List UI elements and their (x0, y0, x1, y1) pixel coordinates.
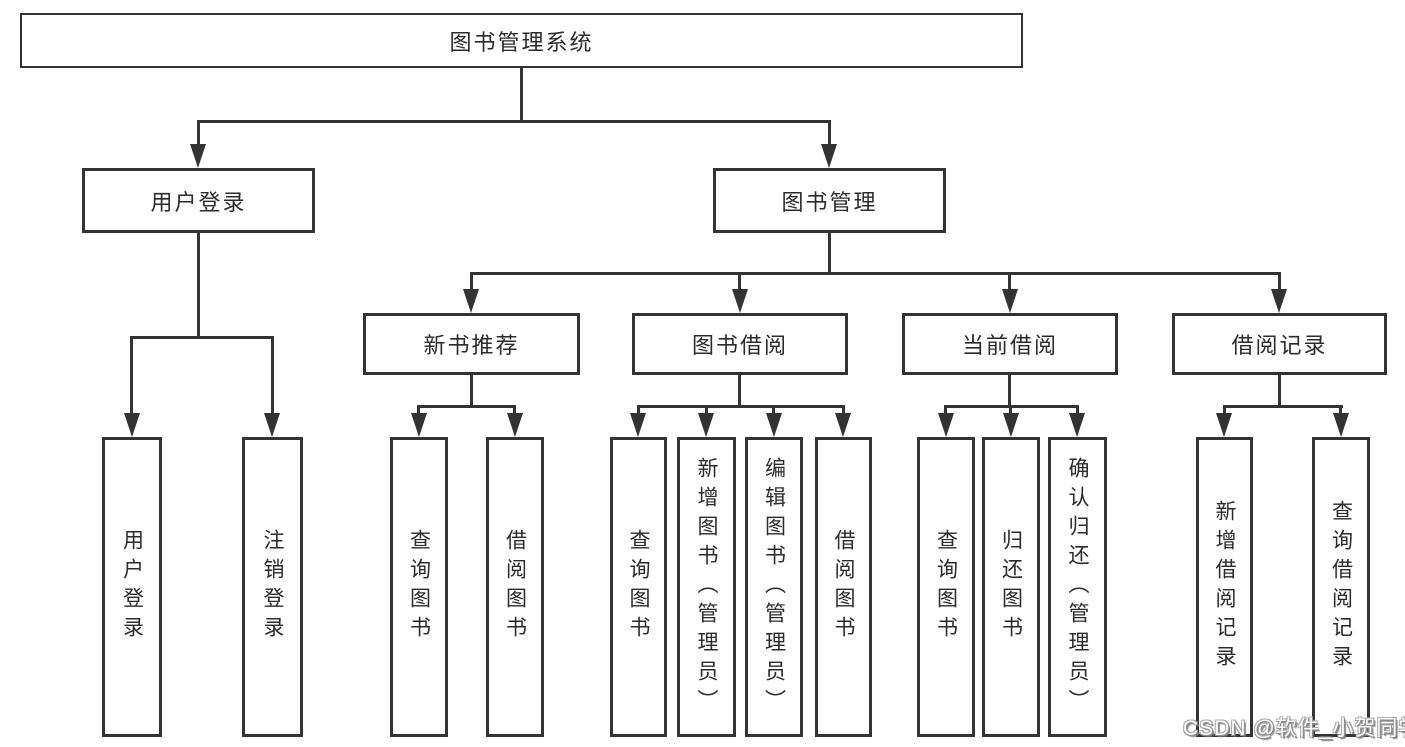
arrowhead-down-icon (835, 413, 851, 437)
leaf-query-books-2: 查询图书 (610, 437, 667, 737)
connector-book-borrow-down (738, 375, 741, 408)
connector-level3-stem (470, 272, 473, 291)
arrowhead-down-icon (938, 413, 954, 437)
leaf-query-books-1: 查询图书 (390, 437, 448, 737)
leaf-query-books-2-label: 查询图书 (627, 529, 650, 645)
connector-user-login-stem (197, 120, 200, 146)
connector-new-book-hbar (417, 405, 516, 408)
leaf-query-books-3-label: 查询图书 (934, 529, 958, 645)
node-root: 图书管理系统 (20, 13, 1023, 68)
arrowhead-down-icon (766, 413, 782, 437)
arrowhead-down-icon (1002, 289, 1018, 313)
node-book-borrowing: 图书借阅 (632, 313, 848, 375)
connector-user-group-hbar (130, 336, 274, 339)
arrowhead-down-icon (463, 289, 479, 313)
leaf-add-borrow-record-label: 新增借阅记录 (1213, 500, 1236, 674)
node-book-management-label: 图书管理 (781, 189, 878, 215)
connector-leaf-stem (637, 405, 640, 417)
connector-level2-hbar (197, 120, 831, 123)
leaf-borrow-books-2-label: 借阅图书 (832, 529, 855, 645)
connector-leaf-stem (271, 336, 274, 415)
leaf-return-books: 归还图书 (982, 437, 1040, 737)
connector-current-borrow-down (1008, 375, 1011, 408)
connector-leaf-stem (772, 405, 775, 417)
leaf-borrow-books-1-label: 借阅图书 (503, 529, 527, 645)
leaf-borrow-books-2: 借阅图书 (815, 437, 872, 737)
connector-leaf-stem (842, 405, 845, 417)
connector-leaf-stem (944, 405, 947, 417)
leaf-logout-label: 注销登录 (261, 529, 284, 645)
connector-book-management-down (828, 233, 831, 275)
arrowhead-down-icon (1333, 413, 1349, 437)
node-user-login: 用户登录 (82, 168, 315, 233)
connector-level3-stem (1008, 272, 1011, 291)
arrowhead-down-icon (190, 144, 206, 168)
arrowhead-down-icon (124, 413, 140, 437)
connector-leaf-stem (1076, 405, 1079, 417)
arrowhead-down-icon (411, 413, 427, 437)
node-borrowing-records-label: 借阅记录 (1231, 333, 1328, 358)
arrowhead-down-icon (698, 413, 714, 437)
leaf-user-login-label: 用户登录 (120, 529, 144, 645)
arrowhead-down-icon (1003, 413, 1019, 437)
arrowhead-down-icon (1271, 289, 1287, 313)
connector-borrow-records-down (1278, 375, 1281, 408)
node-borrowing-records: 借阅记录 (1172, 313, 1387, 375)
arrowhead-down-icon (1069, 413, 1085, 437)
leaf-add-books-admin-label: 新增图书（管理员） (695, 456, 718, 718)
node-book-borrowing-label: 图书借阅 (691, 333, 788, 358)
connector-leaf-stem (1223, 405, 1226, 417)
leaf-user-login: 用户登录 (102, 437, 162, 737)
leaf-add-books-admin: 新增图书（管理员） (677, 437, 736, 737)
connector-leaf-stem (1339, 405, 1342, 417)
leaf-return-books-label: 归还图书 (999, 529, 1023, 645)
node-root-label: 图书管理系统 (449, 29, 594, 55)
connector-book-management-stem (828, 120, 831, 146)
leaf-query-borrow-record: 查询借阅记录 (1312, 437, 1370, 737)
connector-new-book-down (470, 375, 473, 408)
connector-book-borrow-hbar (637, 405, 845, 408)
connector-user-login-down (197, 233, 200, 336)
node-new-book-recommend: 新书推荐 (363, 313, 580, 375)
arrowhead-down-icon (630, 413, 646, 437)
csdn-watermark: CSDN @软件_小贺同学 (1183, 717, 1405, 740)
arrowhead-down-icon (507, 413, 523, 437)
connector-leaf-stem (705, 405, 708, 417)
leaf-edit-books-admin: 编辑图书（管理员） (745, 437, 803, 737)
connector-level3-hbar (470, 272, 1280, 275)
arrowhead-down-icon (821, 144, 837, 168)
leaf-query-books-1-label: 查询图书 (407, 529, 431, 645)
arrowhead-down-icon (264, 413, 280, 437)
node-book-management: 图书管理 (713, 168, 946, 233)
connector-level3-stem (738, 272, 741, 291)
leaf-logout: 注销登录 (242, 437, 303, 737)
leaf-query-books-3: 查询图书 (917, 437, 975, 737)
leaf-add-borrow-record: 新增借阅记录 (1196, 437, 1253, 737)
arrowhead-down-icon (1216, 413, 1232, 437)
node-new-book-recommend-label: 新书推荐 (423, 333, 520, 358)
connector-leaf-stem (513, 405, 516, 417)
connector-leaf-stem (130, 336, 133, 415)
arrowhead-down-icon (732, 289, 748, 313)
node-current-borrowing: 当前借阅 (902, 313, 1118, 375)
node-user-login-label: 用户登录 (150, 189, 247, 215)
connector-leaf-stem (417, 405, 420, 417)
connector-borrow-records-hbar (1223, 405, 1343, 408)
node-current-borrowing-label: 当前借阅 (961, 333, 1058, 358)
leaf-confirm-return-admin-label: 确认归还（管理员） (1066, 456, 1089, 718)
leaf-borrow-books-1: 借阅图书 (486, 437, 544, 737)
leaf-confirm-return-admin: 确认归还（管理员） (1048, 437, 1107, 737)
leaf-query-borrow-record-label: 查询借阅记录 (1329, 500, 1353, 674)
connector-level3-stem (1278, 272, 1281, 291)
connector-leaf-stem (1009, 405, 1012, 417)
connector-root-stem (520, 68, 523, 120)
leaf-edit-books-admin-label: 编辑图书（管理员） (762, 456, 786, 718)
